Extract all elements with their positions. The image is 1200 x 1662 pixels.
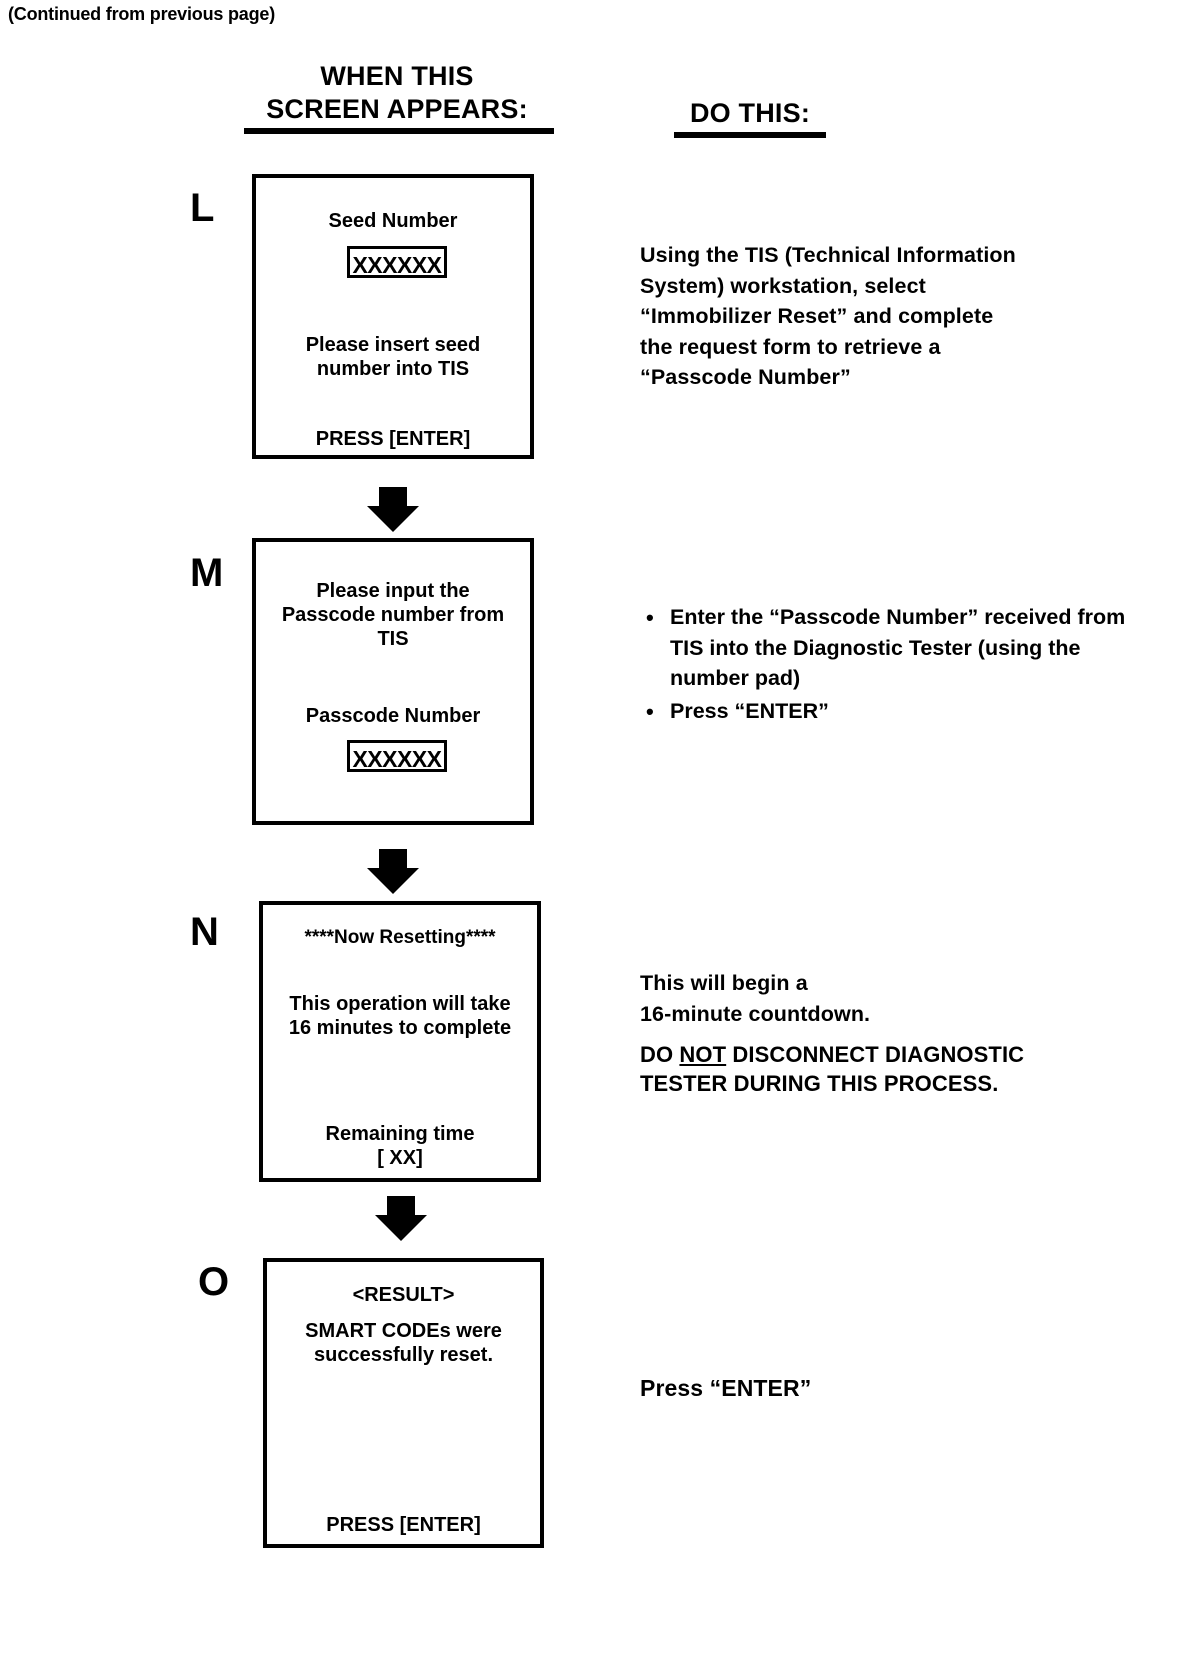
screen-box-o: <RESULT> SMART CODEs were successfully r… (263, 1258, 544, 1548)
column-header-underline (674, 131, 826, 138)
continued-from-previous-page-note: (Continued from previous page) (8, 4, 276, 24)
instruction-l-line5: “Passcode Number” (640, 365, 851, 390)
screen-l-title: Seed Number (328, 210, 458, 232)
warning-emphasis-not: NOT (679, 1042, 727, 1067)
column-header-underline (244, 127, 554, 134)
step-letter-o: O (198, 1260, 230, 1304)
instruction-step-l: Using the TIS (Technical Information Sys… (640, 240, 1120, 393)
warning-prefix: DO (640, 1042, 680, 1067)
instruction-n-line2: 16-minute countdown. (640, 1001, 871, 1026)
instruction-l-line2: System) workstation, select (640, 273, 926, 298)
screen-n-message-line2: 16 minutes to complete (288, 1017, 512, 1039)
column-header-when-screen-appears: WHEN THIS SCREEN APPEARS: (232, 60, 562, 134)
screen-m-title: Passcode Number (305, 705, 481, 727)
screen-l-message-line1: Please insert seed (305, 334, 481, 356)
screen-n-message-line1: This operation will take (289, 993, 511, 1015)
screen-n-remaining-time-value: [ XX] (377, 1147, 423, 1169)
screen-l-footer: PRESS [ENTER] (315, 428, 471, 450)
instruction-step-m: Enter the “Passcode Number” received fro… (640, 602, 1140, 728)
screen-m-prompt-line2: Passcode number from (281, 604, 505, 626)
flow-arrow-down-icon (367, 487, 419, 532)
column-header-when-line1: WHEN THIS (320, 61, 474, 91)
screen-box-m: Please input the Passcode number from TI… (252, 538, 534, 825)
instruction-step-o: Press “ENTER” (640, 1372, 1040, 1405)
instruction-m-bullet-2: Press “ENTER” (646, 696, 1140, 727)
screen-m-prompt-line1: Please input the (316, 580, 470, 602)
flow-arrow-down-icon (367, 849, 419, 894)
screen-m-prompt-line3: TIS (377, 628, 409, 650)
instruction-step-n: This will begin a 16-minute countdown. (640, 968, 1120, 1029)
screen-l-message-line2: number into TIS (316, 358, 470, 380)
screen-n-remaining-time-label: Remaining time (325, 1123, 475, 1145)
step-letter-m: M (190, 551, 224, 595)
warning-line1-rest: DISCONNECT DIAGNOSTIC (726, 1042, 1025, 1067)
step-letter-l: L (190, 186, 215, 230)
screen-box-l: Seed Number XXXXXX Please insert seed nu… (252, 174, 534, 459)
screen-o-message-line2: successfully reset. (314, 1344, 493, 1366)
screen-o-footer: PRESS [ENTER] (326, 1514, 481, 1536)
screen-box-n: ****Now Resetting**** This operation wil… (259, 901, 541, 1182)
screen-l-seed-number-field: XXXXXX (347, 246, 447, 278)
instruction-l-line3: “Immobilizer Reset” and complete (640, 304, 994, 329)
screen-o-message-line1: SMART CODEs were (305, 1320, 502, 1342)
instruction-l-line1: Using the TIS (Technical Information (640, 243, 1016, 267)
step-letter-n: N (190, 910, 219, 954)
instruction-n-line1: This will begin a (640, 971, 808, 995)
screen-m-passcode-number-field: XXXXXX (347, 740, 447, 772)
screen-n-status: ****Now Resetting**** (304, 927, 496, 948)
warning-line2: TESTER DURING THIS PROCESS. (640, 1071, 999, 1097)
column-header-do-this: DO THIS: (660, 97, 840, 138)
screen-o-title: <RESULT> (352, 1284, 455, 1306)
instruction-o-line1: Press “ENTER” (640, 1375, 812, 1401)
instruction-m-bullet-1: Enter the “Passcode Number” received fro… (646, 602, 1140, 694)
flow-arrow-down-icon (375, 1196, 427, 1241)
column-header-do-this-label: DO THIS: (689, 98, 811, 128)
instruction-n-warning: DO NOT DISCONNECT DIAGNOSTIC TESTER DURI… (640, 1040, 1130, 1098)
column-header-when-line2: SCREEN APPEARS: (266, 93, 528, 124)
instruction-l-line4: the request form to retrieve a (640, 334, 941, 359)
